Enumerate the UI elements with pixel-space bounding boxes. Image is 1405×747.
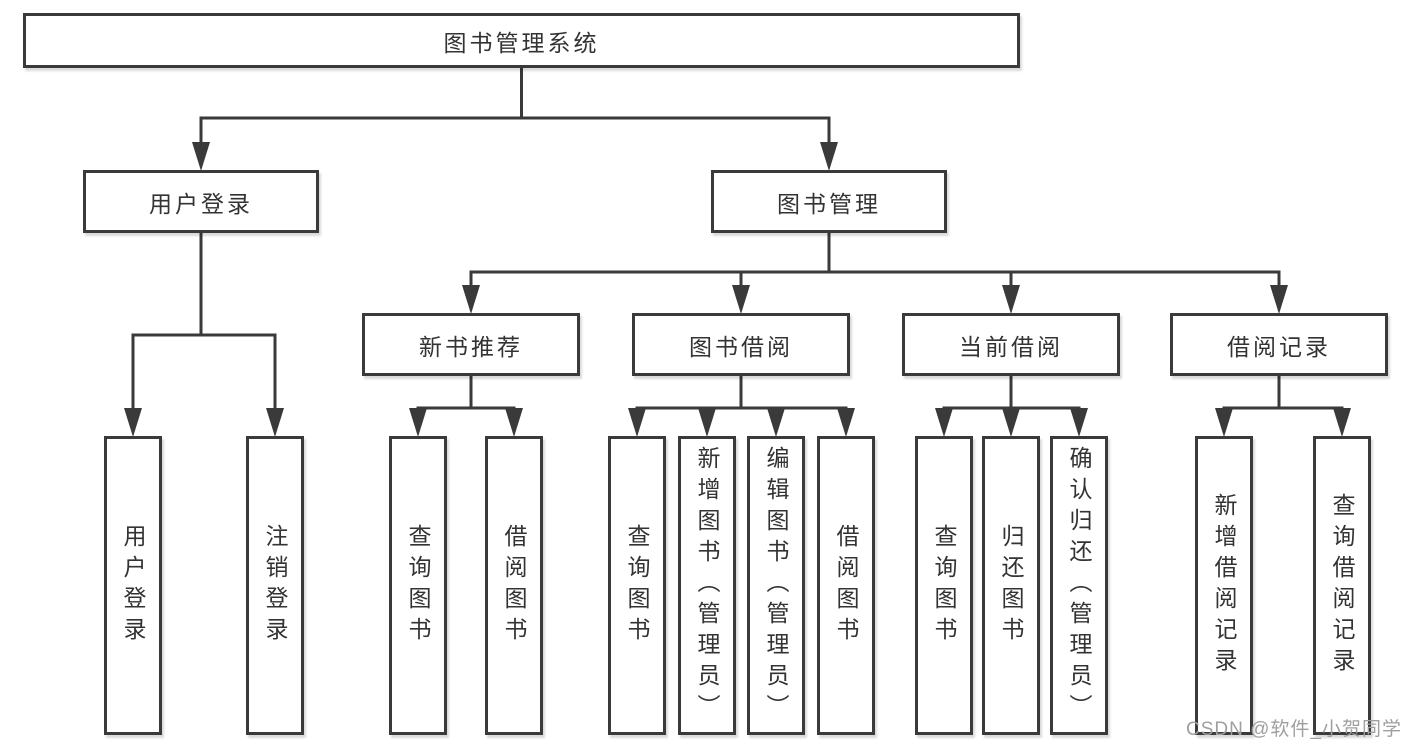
leaf-confirm-return-admin: 确认归还（管理员） xyxy=(1050,436,1108,735)
arrow-down-icon xyxy=(732,285,750,314)
leaf-borrow-books-1: 借阅图书 xyxy=(485,436,543,735)
leaf-add-borrow-record: 新增借阅记录 xyxy=(1195,436,1253,735)
node-book-borrowing: 图书借阅 xyxy=(632,313,850,376)
arrow-down-icon xyxy=(820,142,838,171)
arrow-down-icon xyxy=(767,408,785,437)
node-library-system: 图书管理系统 xyxy=(23,13,1020,68)
leaf-query-books-1: 查询图书 xyxy=(389,436,447,735)
arrow-down-icon xyxy=(935,408,953,437)
watermark: CSDN @软件_小贺同学 xyxy=(1186,719,1402,740)
arrow-down-icon xyxy=(628,408,646,437)
leaf-logout: 注销登录 xyxy=(246,436,304,735)
leaf-add-book-admin: 新增图书（管理员） xyxy=(678,436,736,735)
leaf-query-books-2: 查询图书 xyxy=(608,436,666,735)
arrow-down-icon xyxy=(124,408,142,437)
leaf-return-book: 归还图书 xyxy=(982,436,1040,735)
node-borrowing-records: 借阅记录 xyxy=(1170,313,1388,376)
arrow-down-icon xyxy=(1270,285,1288,314)
leaf-user-login: 用户登录 xyxy=(104,436,162,735)
arrow-down-icon xyxy=(505,408,523,437)
leaf-borrow-books-2: 借阅图书 xyxy=(817,436,875,735)
node-book-management: 图书管理 xyxy=(711,170,947,233)
leaf-query-borrow-record: 查询借阅记录 xyxy=(1313,436,1371,735)
arrow-down-icon xyxy=(409,408,427,437)
arrow-down-icon xyxy=(266,408,284,437)
arrow-down-icon xyxy=(462,285,480,314)
arrow-down-icon xyxy=(1070,408,1088,437)
leaf-edit-book-admin: 编辑图书（管理员） xyxy=(747,436,805,735)
arrow-down-icon xyxy=(1333,408,1351,437)
arrow-down-icon xyxy=(192,142,210,171)
node-new-book-recommend: 新书推荐 xyxy=(362,313,580,376)
arrow-down-icon xyxy=(698,408,716,437)
leaf-query-books-3: 查询图书 xyxy=(915,436,973,735)
arrow-down-icon xyxy=(837,408,855,437)
node-user-login-group: 用户登录 xyxy=(83,170,319,233)
node-current-borrowing: 当前借阅 xyxy=(902,313,1120,376)
arrow-down-icon xyxy=(1215,408,1233,437)
arrow-down-icon xyxy=(1002,285,1020,314)
arrow-down-icon xyxy=(1002,408,1020,437)
